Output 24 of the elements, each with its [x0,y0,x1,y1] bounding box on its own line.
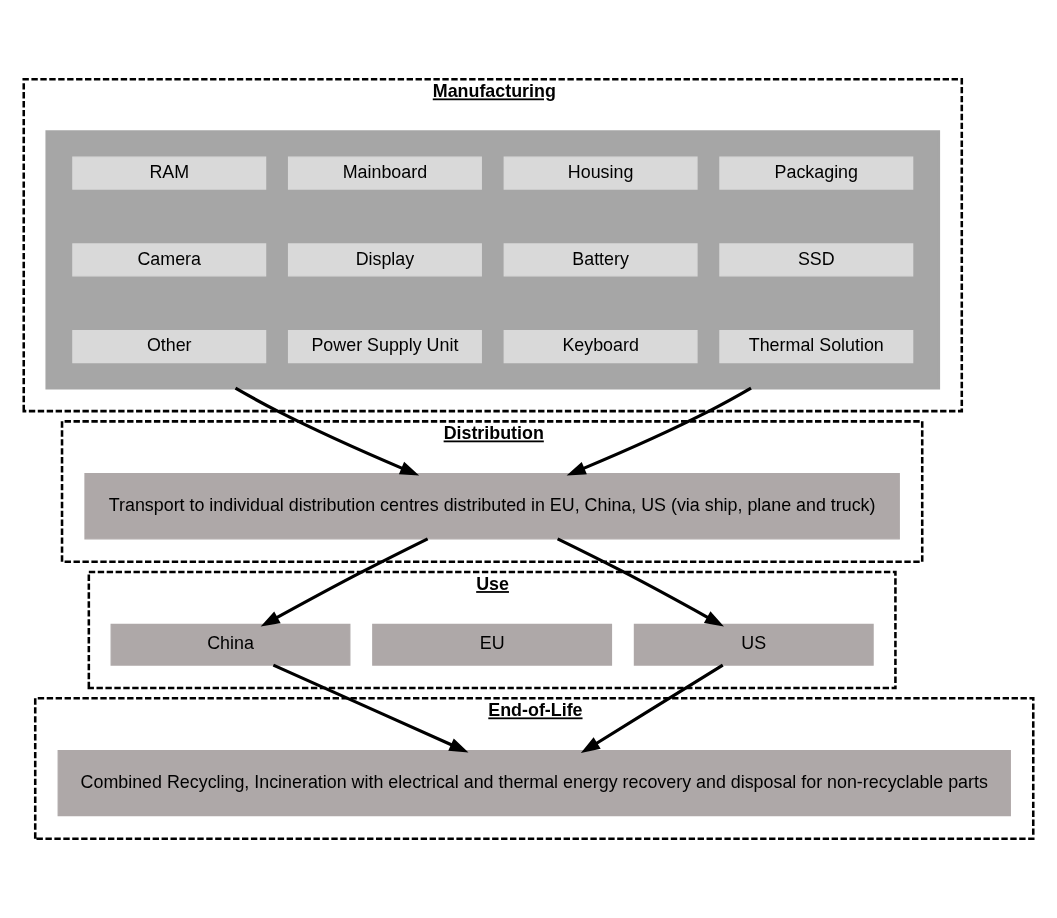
node-box: China [110,623,351,666]
arrow [234,386,420,476]
node-box: Packaging [719,156,914,190]
node-box: Housing [503,156,698,190]
node-box: Battery [503,243,698,277]
arrow [260,537,429,627]
node-box: US [633,623,874,666]
node-box: Camera [72,243,267,277]
arrow [566,386,752,476]
node-box: Power Supply Unit [287,330,482,364]
node-box: Thermal Solution [719,330,914,364]
node-box: Mainboard [287,156,482,190]
arrow [580,663,724,754]
node-box: Other [72,330,267,364]
node-box: RAM [72,156,267,190]
cluster [45,130,941,390]
node-box: EU [372,623,613,666]
arrow [272,663,469,753]
node-box: Transport to individual distribution centres distributed in EU, China, US (via ship, plane and truck) [84,473,900,540]
node-box: Keyboard [503,330,698,364]
node-box: Combined Recycling, Incineration with electrical and thermal energy recovery and disposal for non-recyclable parts [57,750,1011,817]
node-box: SSD [719,243,914,277]
arrow [556,537,724,627]
node-box: Display [287,243,482,277]
